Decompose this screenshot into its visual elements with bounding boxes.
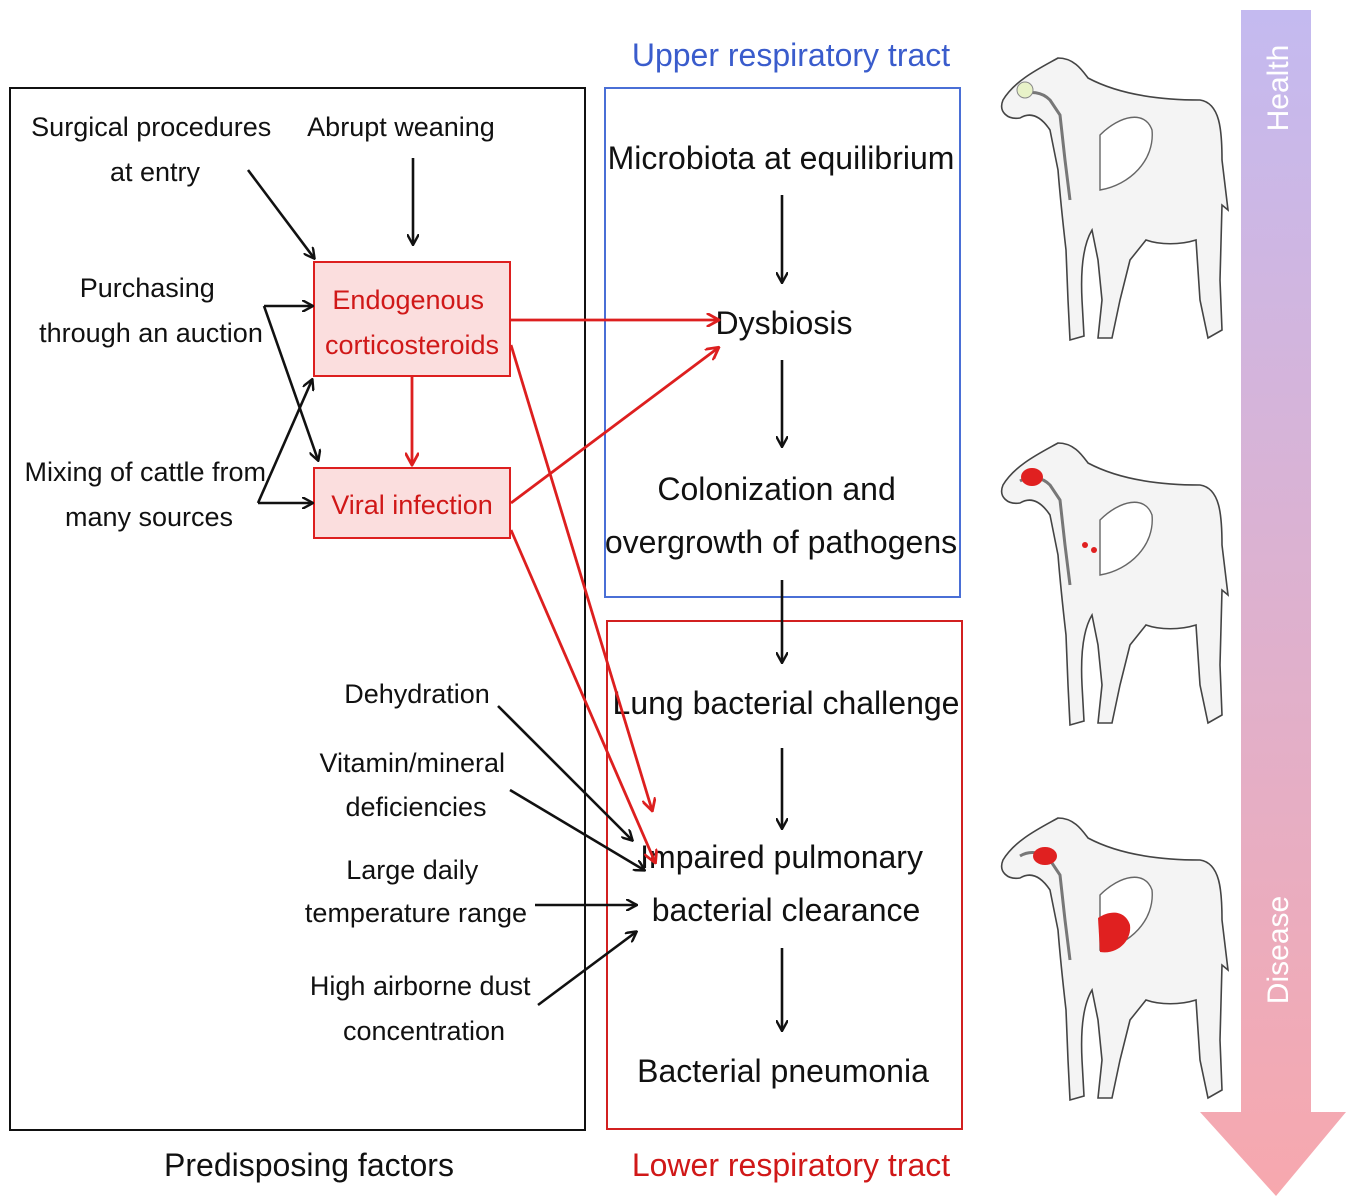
mixing-cattle-label: Mixing of cattle from many sources [24,457,273,532]
airborne-dust-label: High airborne dust concentration [310,971,538,1046]
upper-tract-title: Upper respiratory tract [632,37,950,73]
calf-infection-icon [1002,443,1228,725]
disease-label: Disease [1262,896,1295,1004]
lung-challenge-label: Lung bacterial challenge [613,685,960,721]
arrow-dehydration-to-impaired [498,706,632,840]
arrow-mixing-to-corticosteroids [258,380,312,503]
arrow-surgical-to-corticosteroids [248,170,314,258]
predisposing-factors-title: Predisposing factors [164,1147,454,1183]
vitamin-mineral-label: Vitamin/mineral deficiencies [319,748,512,822]
dysbiosis-label: Dysbiosis [716,305,853,341]
bacterial-pneumonia-label: Bacterial pneumonia [637,1053,929,1089]
abrupt-weaning-label: Abrupt weaning [307,112,495,142]
purchasing-auction-label: Purchasing through an auction [39,273,263,348]
colonization-label: Colonization and overgrowth of pathogens [605,471,957,560]
red-arrows [412,320,718,862]
calf-pneumonia-icon [1002,818,1228,1100]
arrow-vitamin-to-impaired [510,790,644,870]
lower-tract-title: Lower respiratory tract [632,1147,950,1183]
surgical-procedures-label: Surgical procedures at entry [31,112,279,187]
arrow-dust-to-impaired [538,932,636,1005]
temperature-range-label: Large daily temperature range [305,855,527,928]
microbiota-label: Microbiota at equilibrium [608,140,955,176]
impaired-clearance-label: Impaired pulmonary bacterial clearance [640,839,932,928]
dehydration-label: Dehydration [344,679,490,709]
viral-infection-label: Viral infection [331,490,493,520]
health-label: Health [1262,45,1295,132]
calf-health-icon [1002,58,1228,340]
